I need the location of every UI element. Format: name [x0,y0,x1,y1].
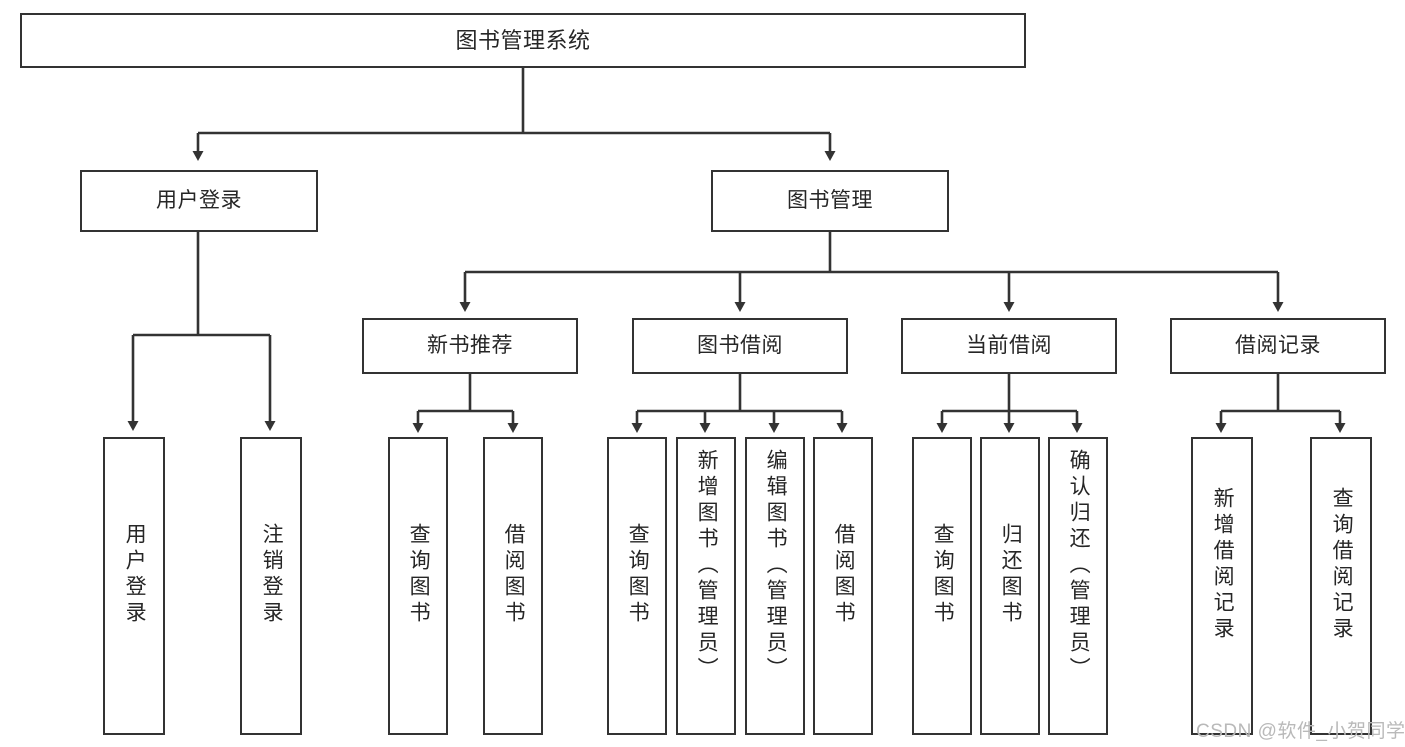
node-label: 借阅记录 [1235,333,1321,357]
leaf-borrow-book[interactable]: 借阅图书 [813,437,873,735]
leaf-logout[interactable]: 注销登录 [240,437,302,735]
node-new-book-recommendation[interactable]: 新书推荐 [362,318,578,374]
node-label: 查询借阅记录 [1330,487,1354,643]
node-label: 图书借阅 [697,333,783,357]
node-current-borrow[interactable]: 当前借阅 [901,318,1117,374]
leaf-user-login[interactable]: 用户登录 [103,437,165,735]
node-label: 查询图书 [626,523,650,627]
leaf-confirm-return-admin[interactable]: 确认归还（管理员） [1048,437,1108,735]
leaf-return-book[interactable]: 归还图书 [980,437,1040,735]
node-label: 图书管理系统 [455,27,591,53]
leaf-edit-book-admin[interactable]: 编辑图书（管理员） [745,437,805,735]
leaf-query-borrow-record[interactable]: 查询借阅记录 [1310,437,1372,735]
node-label: 查询图书 [931,523,955,627]
node-label: 借阅图书 [832,523,856,627]
node-label: 图书管理 [787,188,873,212]
node-label: 新书推荐 [427,333,513,357]
leaf-query-book-borrow[interactable]: 查询图书 [607,437,667,735]
leaf-add-borrow-record[interactable]: 新增借阅记录 [1191,437,1253,735]
node-user-login[interactable]: 用户登录 [80,170,318,232]
leaf-query-book-new[interactable]: 查询图书 [388,437,448,735]
node-label: 新增图书（管理员） [695,449,719,683]
node-book-management[interactable]: 图书管理 [711,170,949,232]
node-label: 用户登录 [156,188,242,212]
node-root-book-management-system[interactable]: 图书管理系统 [20,13,1026,68]
node-label: 新增借阅记录 [1211,487,1235,643]
node-label: 注销登录 [260,523,284,627]
node-label: 编辑图书（管理员） [764,449,788,683]
node-label: 查询图书 [407,523,431,627]
leaf-query-book-current[interactable]: 查询图书 [912,437,972,735]
csdn-watermark: CSDN @软件_小贺同学 [1196,721,1405,742]
node-label: 借阅图书 [502,523,526,627]
node-label: 确认归还（管理员） [1067,449,1091,683]
node-label: 当前借阅 [966,333,1052,357]
node-book-borrow[interactable]: 图书借阅 [632,318,848,374]
leaf-add-book-admin[interactable]: 新增图书（管理员） [676,437,736,735]
leaf-borrow-book-new[interactable]: 借阅图书 [483,437,543,735]
node-label: 归还图书 [999,523,1023,627]
node-label: 用户登录 [123,523,147,627]
node-borrow-record[interactable]: 借阅记录 [1170,318,1386,374]
